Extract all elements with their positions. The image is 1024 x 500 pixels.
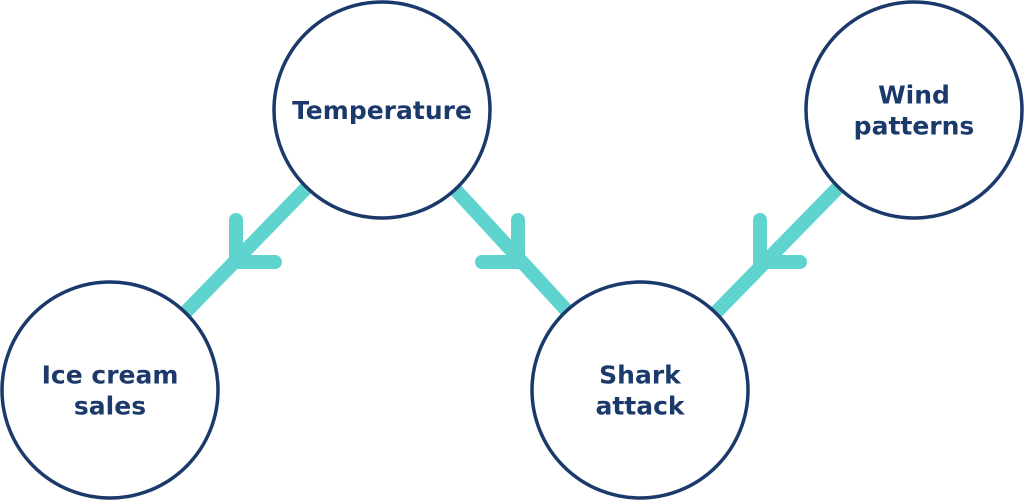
node-label: Temperature bbox=[292, 96, 472, 125]
edge-line bbox=[708, 180, 846, 320]
edge-wind-patterns-to-shark-attack bbox=[708, 180, 846, 320]
edges-layer bbox=[178, 180, 846, 320]
node-circle bbox=[804, 0, 1024, 220]
node-label: attack bbox=[595, 392, 685, 421]
node-circle bbox=[272, 0, 492, 220]
node-circle bbox=[530, 280, 750, 500]
arrowhead-icon bbox=[753, 213, 807, 269]
node-label: patterns bbox=[854, 112, 975, 141]
node-label: Wind bbox=[878, 81, 950, 110]
edge-temperature-to-shark-attack bbox=[448, 182, 574, 318]
node-temperature: Temperature bbox=[272, 0, 492, 220]
edge-line bbox=[178, 180, 314, 320]
arrowhead-icon bbox=[475, 213, 525, 269]
edge-temperature-to-ice-cream-sales bbox=[178, 180, 314, 320]
node-label: Shark bbox=[599, 361, 682, 390]
node-label: sales bbox=[74, 392, 146, 421]
node-circle bbox=[0, 280, 220, 500]
node-label: Ice cream bbox=[42, 361, 179, 390]
arrowhead-icon bbox=[229, 213, 282, 269]
